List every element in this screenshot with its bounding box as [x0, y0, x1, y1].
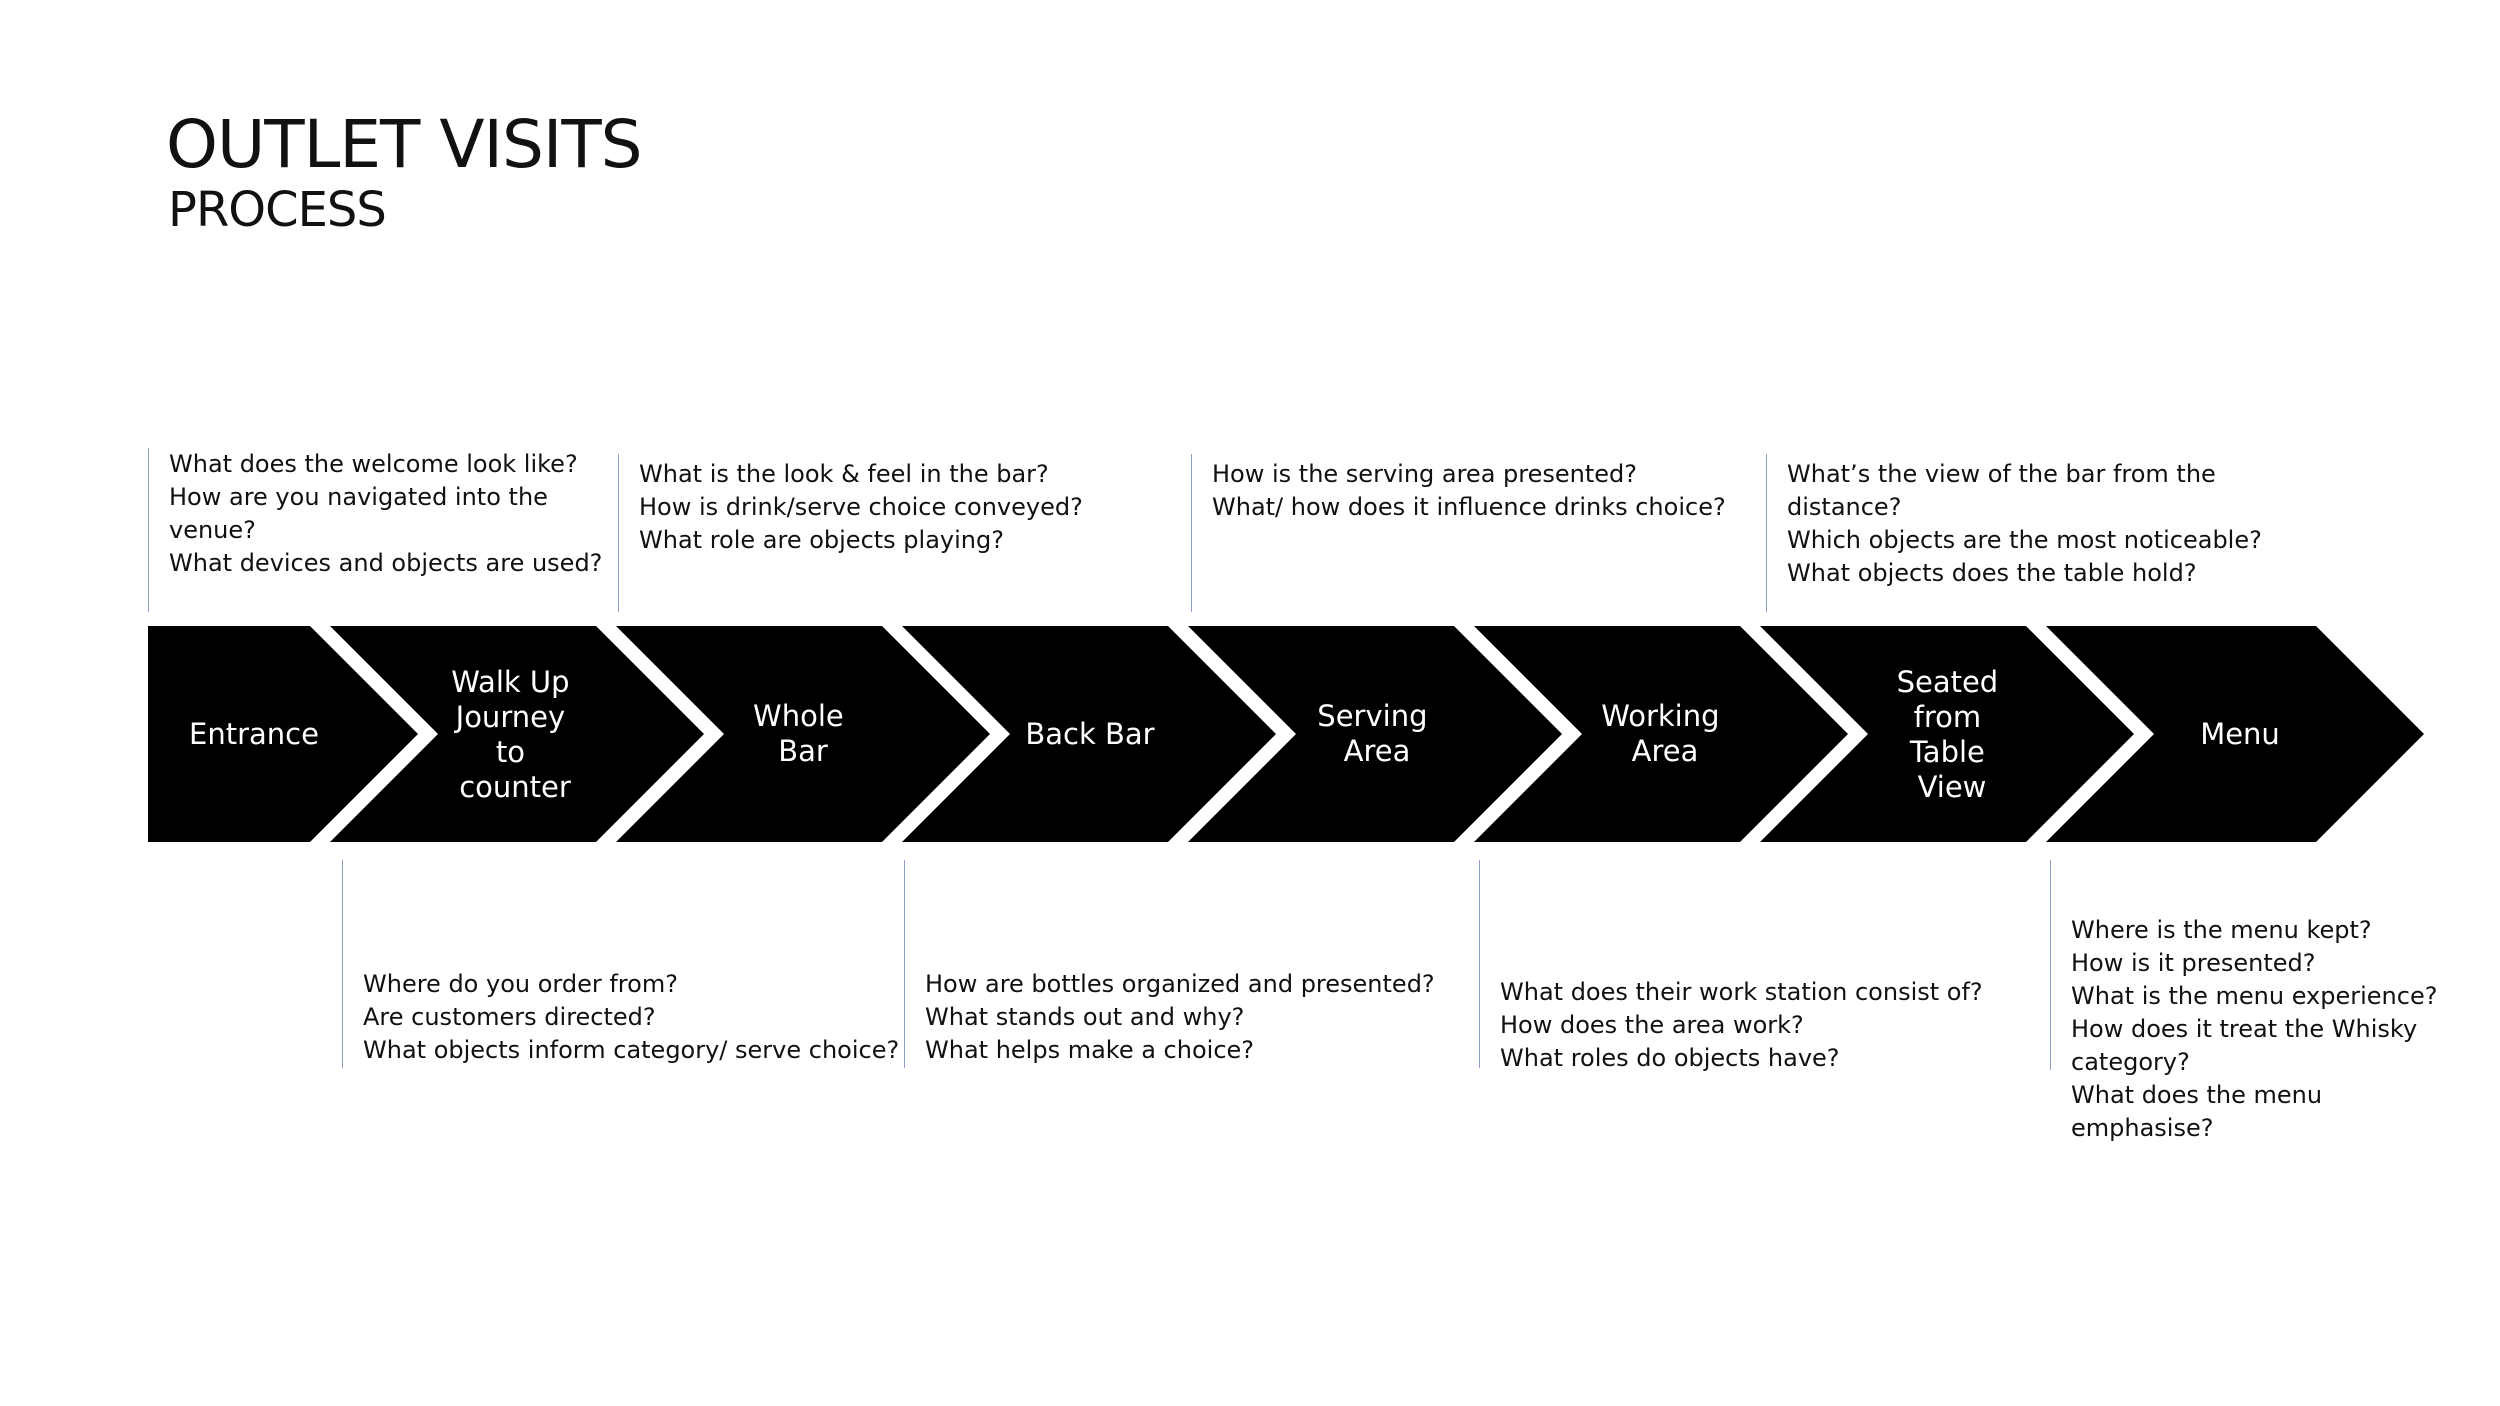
step-text: Back Bar — [1025, 717, 1154, 751]
questions-menu: Where is the menu kept? How is it presen… — [2050, 860, 2470, 1142]
question-text: How are bottles organized and presented? — [925, 970, 1435, 998]
step-text: from — [1914, 700, 1982, 734]
question-text: What does their work station consist of? — [1500, 978, 1983, 1006]
step-text: Working — [1601, 699, 1719, 733]
step-text: Area — [1344, 734, 1411, 768]
question-text: How does the area work? — [1500, 1011, 1804, 1039]
question-text: What’s the view of the bar from the — [1787, 460, 2216, 488]
question-text: Which objects are the most noticeable? — [1787, 526, 2262, 554]
question-text: Where is the menu kept? — [2071, 916, 2372, 944]
question-text: What is the menu experience? — [2071, 982, 2438, 1010]
question-text: Are customers directed? — [363, 1003, 656, 1031]
step-text: Serving — [1317, 699, 1427, 733]
question-text: How is it presented? — [2071, 949, 2316, 977]
chevron-entrance — [148, 626, 418, 842]
chevron-seated — [1760, 626, 2134, 842]
chevron-serving-area — [1188, 626, 1562, 842]
chevron-back-bar — [902, 626, 1276, 842]
step-text: Whole — [753, 699, 844, 733]
step-text: Walk Up — [451, 665, 569, 699]
question-text: What helps make a choice? — [925, 1036, 1255, 1064]
step-label-walk-up: Walk Up Journey to counter — [451, 665, 579, 804]
question-text: How are you navigated into the — [169, 483, 548, 511]
question-text: distance? — [1787, 493, 1902, 521]
step-label-menu: Menu — [2200, 717, 2280, 751]
question-text: Where do you order from? — [363, 970, 678, 998]
question-text: category? — [2071, 1048, 2190, 1076]
step-label-serving-area: Serving Area — [1317, 699, 1436, 768]
question-text: What devices and objects are used? — [169, 549, 603, 577]
question-text: What objects does the table hold? — [1787, 559, 2197, 587]
question-text: How is drink/serve choice conveyed? — [639, 493, 1083, 521]
step-text: to — [496, 735, 525, 769]
question-text: What stands out and why? — [925, 1003, 1245, 1031]
question-text: How is the serving area presented? — [1212, 460, 1638, 488]
step-text: View — [1918, 770, 1987, 804]
chevron-whole-bar — [616, 626, 990, 842]
question-text: What does the menu — [2071, 1081, 2323, 1109]
step-label-whole-bar: Whole Bar — [753, 699, 853, 768]
step-text: Area — [1632, 734, 1699, 768]
chevron-menu — [2046, 626, 2424, 842]
questions-whole-bar: What is the look & feel in the bar? How … — [618, 454, 1138, 612]
questions-working-area: What does their work station consist of?… — [1479, 860, 2039, 1072]
step-text: Bar — [778, 734, 828, 768]
chevron-walk-up — [330, 626, 704, 842]
question-text: What roles do objects have? — [1500, 1044, 1840, 1072]
questions-back-bar: How are bottles organized and presented?… — [904, 860, 1464, 1068]
step-text: Table — [1909, 735, 1985, 769]
question-text: What role are objects playing? — [639, 526, 1004, 554]
question-text: venue? — [169, 516, 256, 544]
step-text: Entrance — [189, 717, 319, 751]
chevron-working-area — [1474, 626, 1848, 842]
question-text: What/ how does it influence drinks choic… — [1212, 493, 1726, 521]
questions-walk-up: Where do you order from? Are customers d… — [342, 860, 902, 1068]
step-text: Seated — [1897, 665, 1999, 699]
step-label-working-area: Working Area — [1601, 699, 1729, 768]
step-label-back-bar: Back Bar — [1025, 717, 1154, 751]
step-text: Menu — [2200, 717, 2280, 751]
questions-serving-area: How is the serving area presented? What/… — [1191, 454, 1751, 612]
page-title: OUTLET VISITS — [166, 106, 643, 183]
question-text: emphasise? — [2071, 1114, 2214, 1142]
questions-entrance: What does the welcome look like? How are… — [148, 448, 608, 612]
step-label-seated: Seated from Table View — [1897, 665, 2008, 804]
question-text: What objects inform category/ serve choi… — [363, 1036, 900, 1064]
step-text: Journey — [454, 700, 565, 734]
questions-seated: What’s the view of the bar from the dist… — [1766, 454, 2286, 612]
question-text: What is the look & feel in the bar? — [639, 460, 1049, 488]
question-text: What does the welcome look like? — [169, 450, 578, 478]
step-label-entrance: Entrance — [189, 717, 319, 751]
question-text: How does it treat the Whisky — [2071, 1015, 2418, 1043]
page-subtitle: PROCESS — [168, 182, 387, 238]
step-text: counter — [459, 770, 571, 804]
